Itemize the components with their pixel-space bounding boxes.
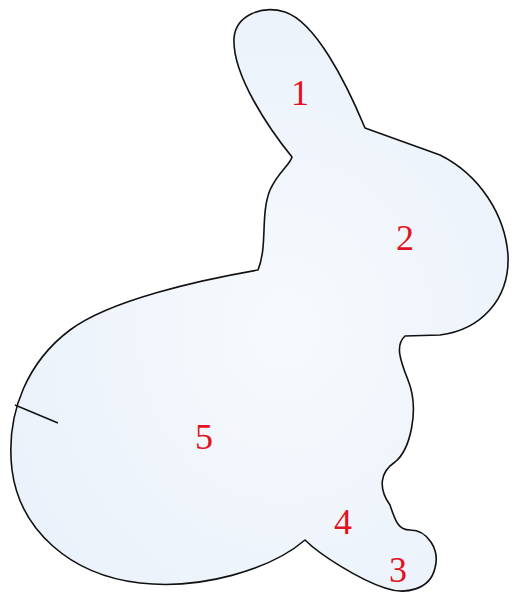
- callout-number: 1: [291, 75, 309, 111]
- callout-number: 3: [389, 552, 407, 588]
- bunny-outline: [11, 10, 508, 591]
- tail-line: [15, 405, 58, 423]
- callout-number: 2: [396, 220, 414, 256]
- callout-number: 5: [195, 419, 213, 455]
- callout-number: 4: [334, 504, 352, 540]
